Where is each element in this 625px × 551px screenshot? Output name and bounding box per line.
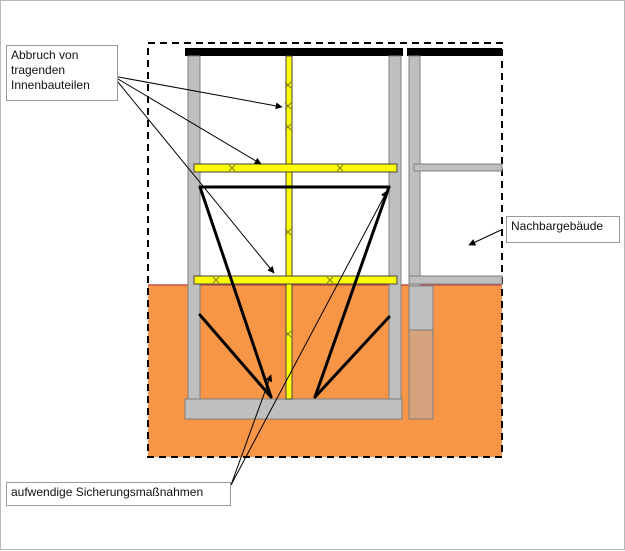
right-wall [388,55,402,401]
interior-column [285,55,293,400]
demolition-label: Abbruch von tragenden Innenbauteilen [6,45,118,101]
neighbour-floor-lower [408,275,503,285]
interior-slab-lower [193,275,398,285]
demolition-marks [212,81,344,338]
roof-slab [185,48,403,56]
leader-arrows [112,75,502,486]
neighbour-building-label: Nachbargebäude [506,216,620,243]
foundation-slab [184,398,403,420]
interior-slab-upper [193,163,398,173]
securing-measures-label: aufwendige Sicherungsmaßnahmen [6,482,231,506]
neighbour-floor-upper [413,163,503,172]
neighbour-basement-wall [408,285,434,331]
left-wall [187,55,201,401]
neighbour-foundation [408,329,434,420]
neighbour-roof-slab [407,48,502,56]
shoring-struts [198,185,391,399]
